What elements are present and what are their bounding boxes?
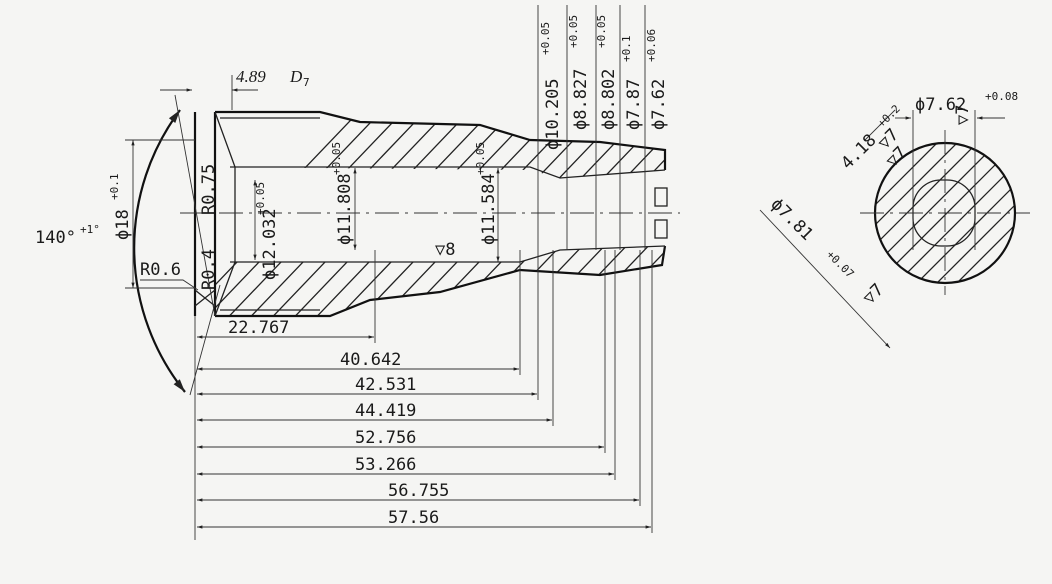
- length-label: 44.419: [355, 401, 416, 421]
- hatch-line: [391, 246, 613, 316]
- hatch-line: [1040, 130, 1052, 300]
- length-label: 56.755: [388, 481, 449, 501]
- length-label: 53.266: [355, 455, 416, 475]
- length-dimensions: 22.767 40.642 42.531 44.419 52.756 53.266 56.7…: [194, 250, 653, 540]
- hatch-line: [215, 246, 415, 316]
- radius-labels: R0.75 R0.4 R0.6: [140, 164, 219, 291]
- hatch-line: [325, 246, 547, 316]
- hatch-line: [347, 246, 569, 316]
- surface-finish-8: ▽8: [435, 240, 455, 260]
- hatch-line: [959, 143, 1015, 283]
- hatch-line: [215, 112, 437, 178]
- hatch-line: [303, 112, 525, 178]
- hatch-line: [259, 246, 481, 316]
- chamfer-subscript: 7: [303, 76, 310, 89]
- hatch-line: [545, 112, 665, 178]
- section-finish-7a: ▽7: [859, 280, 888, 309]
- hatch-line: [655, 246, 665, 316]
- section-finish-7d: ▽7: [953, 105, 973, 125]
- section-dia-762: ϕ7.62: [915, 95, 966, 115]
- cross-section-view: ϕ7.62 +0.08 4.18 +0.2 ϕ7.81 +0.07 ▽7 ▽7 …: [759, 90, 1052, 349]
- hatch-line: [215, 112, 371, 178]
- hatch-line: [999, 143, 1015, 283]
- hatch-line: [237, 246, 459, 316]
- dia-11808: ϕ11.808: [335, 173, 355, 245]
- section-dia-762-tol: +0.08: [985, 90, 1018, 103]
- dia-8802-tol: +0.05: [595, 15, 608, 48]
- section-width-418: 4.18: [837, 130, 880, 173]
- hatch-line: [303, 246, 525, 316]
- dia-8827: ϕ8.827: [571, 69, 591, 130]
- radius-r06: R0.6: [140, 260, 181, 280]
- dia-12032: ϕ12.032: [260, 208, 280, 280]
- hatch-line: [545, 246, 665, 316]
- length-label: 52.756: [355, 428, 416, 448]
- hatch-line: [259, 112, 481, 178]
- hatch-line: [369, 246, 591, 316]
- dia-762-tol: +0.06: [645, 29, 658, 62]
- hatch-line: [655, 112, 665, 178]
- radius-r075: R0.75: [199, 164, 219, 215]
- dia-787-tol: +0.1: [620, 36, 633, 63]
- dia-11584-tol: +0.05: [474, 142, 487, 175]
- dia-8802: ϕ8.802: [599, 69, 619, 130]
- hatch-line: [1020, 130, 1052, 300]
- hatch-line: [875, 143, 971, 283]
- dia-787: ϕ7.87: [624, 79, 644, 130]
- length-label: 42.531: [355, 375, 416, 395]
- dia-10205: ϕ10.205: [543, 78, 563, 150]
- dia-18: ϕ18: [113, 209, 133, 240]
- hatch-line: [919, 143, 1015, 283]
- top-diameters: ϕ10.205 +0.05 ϕ8.827 +0.05 ϕ8.802 +0.05 …: [537, 5, 669, 250]
- section-dia-781-tol: +0.07: [824, 248, 857, 281]
- hatch-line: [237, 112, 459, 178]
- dia-18-tol: +0.1: [108, 174, 121, 201]
- hatch-line: [633, 112, 665, 178]
- hatch-line: [939, 143, 1015, 283]
- hatch-line: [501, 246, 665, 316]
- hatch-line: [567, 246, 665, 316]
- chamfer-symbol: D: [289, 67, 303, 86]
- hatch-line: [567, 112, 665, 178]
- dia-8827-tol: +0.05: [567, 15, 580, 48]
- chamfer-value: 4.89: [236, 67, 266, 86]
- dia-10205-tol: +0.05: [539, 22, 552, 55]
- hatch-line: [633, 246, 665, 316]
- radius-r04: R0.4: [199, 249, 219, 290]
- hatch-line: [281, 112, 503, 178]
- dia-12032-tol: +0.05: [254, 182, 267, 215]
- hatch-line: [875, 143, 991, 283]
- angle-tolerance: +1°: [80, 223, 100, 236]
- left-diameters: ϕ18 +0.1 ϕ12.032 +0.05 ϕ11.808 +0.05 ϕ11…: [108, 139, 500, 289]
- hatch-line: [215, 246, 437, 316]
- hatch-line: [875, 143, 951, 283]
- section-dia-781: ϕ7.81: [766, 194, 816, 244]
- hatch-line: [215, 112, 393, 178]
- dia-762: ϕ7.62: [649, 79, 669, 130]
- hatch-line: [501, 112, 665, 178]
- hatch-line: [875, 143, 1011, 283]
- chamfer-dimension: 4.89 D 7: [160, 67, 310, 110]
- dia-11808-tol: +0.05: [330, 142, 343, 175]
- hatch-line: [325, 112, 547, 178]
- angle-label: 140°: [35, 228, 76, 248]
- hatch-line: [899, 143, 1015, 283]
- length-label: 57.56: [388, 508, 439, 528]
- length-label: 22.767: [228, 318, 289, 338]
- hatch-line: [215, 112, 415, 178]
- hatch-line: [281, 246, 503, 316]
- dia-11584: ϕ11.584: [479, 173, 499, 245]
- length-label: 40.642: [340, 350, 401, 370]
